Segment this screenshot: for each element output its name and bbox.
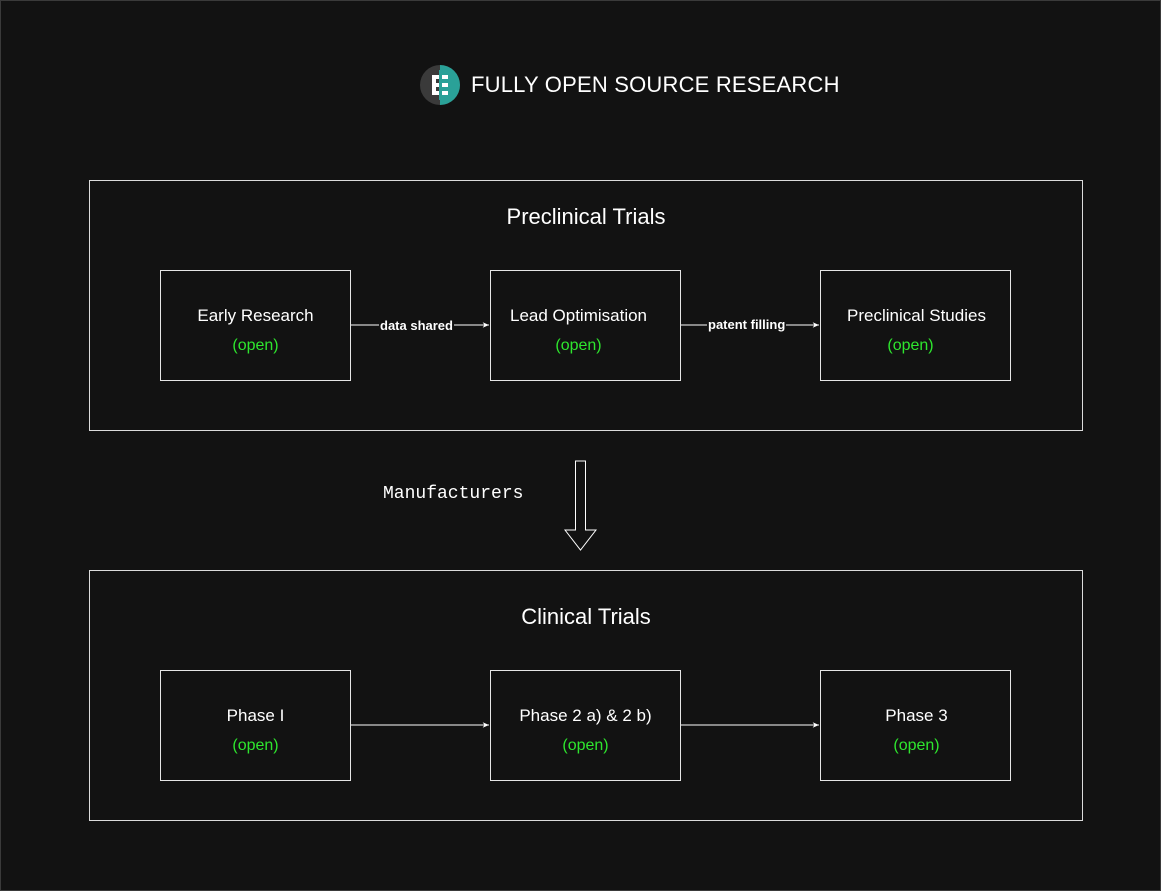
manufacturers-label: Manufacturers [383,484,524,504]
node-label: Phase 2 a) & 2 b) [519,706,652,725]
node-label: Lead Optimisation [509,306,648,325]
node-status: (open) [893,737,940,754]
node-status: (open) [887,337,934,354]
edge-label-data-shared: data shared [379,318,454,333]
node-label: Phase 3 [885,706,948,725]
node-lead-optimisation: Lead Optimisation (open) [490,270,681,381]
header: FULLY OPEN SOURCE RESEARCH [419,64,840,106]
node-phase-2: Phase 2 a) & 2 b) (open) [490,670,681,781]
edge-label-patent-filling: patent filling [707,317,787,332]
node-status: (open) [562,737,609,754]
clinical-title: Clinical Trials [521,604,651,629]
node-status: (open) [232,337,279,354]
node-phase-1: Phase I (open) [160,670,351,781]
node-status: (open) [232,737,279,754]
node-phase-3: Phase 3 (open) [820,670,1011,781]
open-source-logo-icon [420,65,460,105]
node-label: Preclinical Studies [847,306,986,325]
page-title: FULLY OPEN SOURCE RESEARCH [471,72,840,97]
node-status: (open) [555,337,602,354]
node-label: Early Research [197,306,314,325]
preclinical-section: Preclinical Trials [89,180,1083,431]
node-early-research: Early Research (open) [160,270,351,381]
preclinical-title: Preclinical Trials [506,204,666,229]
clinical-section: Clinical Trials [89,570,1083,821]
down-arrow-icon [563,460,598,551]
node-preclinical-studies: Preclinical Studies (open) [820,270,1011,381]
node-label: Phase I [226,706,285,725]
